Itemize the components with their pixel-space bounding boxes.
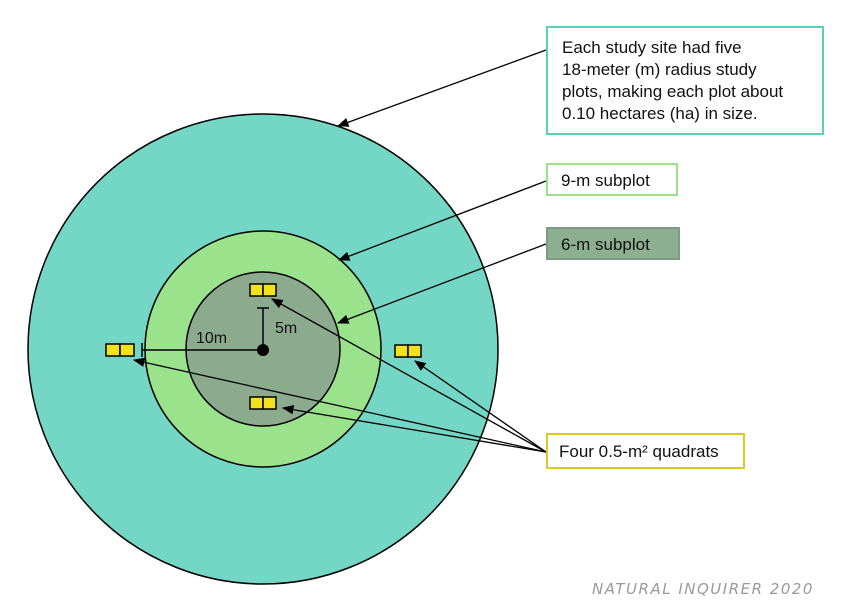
arrow-to-6m-subplot xyxy=(336,243,547,324)
quadrat-bottom xyxy=(249,396,277,410)
radius-5m-label: 5m xyxy=(275,320,297,337)
credit-signature: NATURAL INQUIRER 2020 xyxy=(592,580,814,598)
callout-quadrats: Four 0.5-m² quadrats xyxy=(546,433,745,469)
quadrat-left xyxy=(105,343,135,357)
callout-9m-label: 9-m subplot xyxy=(561,171,650,190)
radius-10m-label: 10m xyxy=(196,330,227,347)
callout-study-plot: Each study site had five 18-meter (m) ra… xyxy=(546,26,824,135)
callout-plot-line: 18-meter (m) radius study xyxy=(562,60,757,79)
arrow-to-quadrat-top xyxy=(270,298,547,453)
arrow-to-outer-plot xyxy=(336,49,547,127)
callout-plot-line: 0.10 hectares (ha) in size. xyxy=(562,104,758,123)
arrow-to-9m-subplot xyxy=(337,180,547,261)
arrow-to-quadrat-left xyxy=(132,357,547,453)
quadrat-top xyxy=(249,283,277,297)
arrow-to-quadrat-right xyxy=(414,360,547,453)
quadrat-right xyxy=(394,344,422,358)
callout-6m-label: 6-m subplot xyxy=(561,235,650,254)
callout-6m-subplot: 6-m subplot xyxy=(546,227,680,260)
arrow-to-quadrat-bottom xyxy=(281,405,547,453)
callout-9m-subplot: 9-m subplot xyxy=(546,163,678,196)
callout-quadrats-label: Four 0.5-m² quadrats xyxy=(559,442,719,461)
callout-plot-line: plots, making each plot about xyxy=(562,82,784,101)
callout-plot-line: Each study site had five xyxy=(562,38,742,57)
plot-center-dot xyxy=(257,344,269,356)
